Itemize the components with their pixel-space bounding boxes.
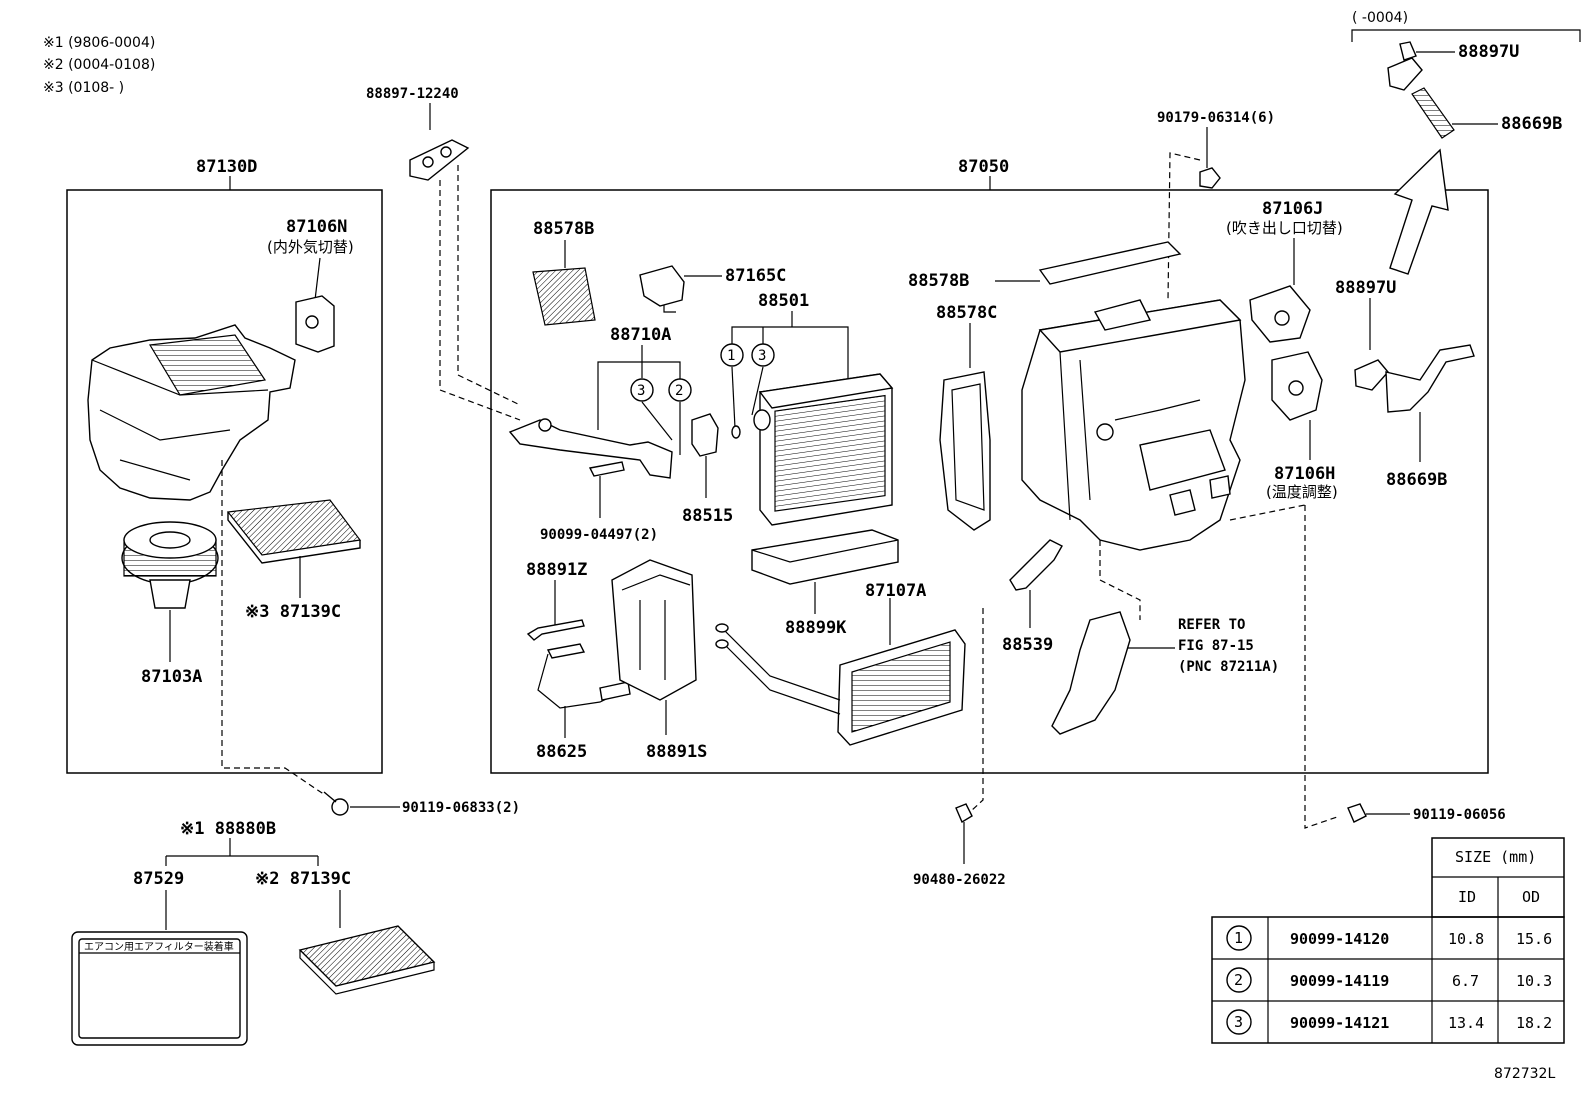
callout-2 [668, 378, 692, 402]
refer-line-1: REFER TO [1178, 617, 1245, 633]
label-88880B[interactable]: ※1 88880B [180, 819, 276, 839]
label-90480-26022[interactable]: 90480-26022 [913, 872, 1006, 888]
label-87050[interactable]: 87050 [958, 157, 1009, 177]
label-90119-06833[interactable]: 90119-06833(2) [402, 800, 520, 816]
label-sticker-87529 [71, 931, 248, 1046]
size-table-od: 18.2 [1516, 1014, 1552, 1032]
size-table-id: 13.4 [1448, 1014, 1484, 1032]
label-87529[interactable]: 87529 [133, 869, 184, 889]
size-table-title: SIZE (mm) [1455, 848, 1536, 866]
callout-3b [630, 378, 654, 402]
svg-text:3: 3 [637, 383, 645, 399]
duct-refer-87211A [1051, 611, 1131, 735]
size-table-part[interactable]: 90099-14119 [1290, 972, 1389, 990]
label-88897U-top[interactable]: 88897U [1458, 42, 1519, 62]
hose-88669B-right [1385, 344, 1475, 413]
size-table-mark: 2 [1234, 971, 1243, 989]
label-88625[interactable]: 88625 [536, 742, 587, 762]
seal-88897-12240 [409, 139, 470, 181]
label-87130D[interactable]: 87130D [196, 157, 257, 177]
label-87106H[interactable]: 87106H [1274, 464, 1335, 484]
label-87106H-jp: (温度調整) [1266, 483, 1338, 501]
duct-88539 [1009, 539, 1063, 591]
sensor-88891Z [526, 619, 585, 641]
label-88501[interactable]: 88501 [758, 291, 809, 311]
label-88899K[interactable]: 88899K [785, 618, 847, 638]
thermistor-88515 [691, 413, 719, 457]
air-filter-87139C-2 [298, 925, 436, 987]
label-88578B-left[interactable]: 88578B [533, 219, 594, 239]
label-87106N[interactable]: 87106N [286, 217, 347, 237]
label-sticker-text: エアコン用エアフィルター装着車 [84, 940, 234, 953]
label-88891S[interactable]: 88891S [646, 742, 707, 762]
upgrade-arrow [1389, 148, 1449, 275]
label-87165C[interactable]: 87165C [725, 266, 786, 286]
foam-88578B [1038, 241, 1182, 285]
label-90179-06314[interactable]: 90179-06314(6) [1157, 110, 1275, 126]
label-88669B-right[interactable]: 88669B [1386, 470, 1447, 490]
note-3: ※3 (0108- ) [43, 80, 124, 96]
label-88891Z[interactable]: 88891Z [526, 560, 587, 580]
wire-88625 [537, 653, 626, 709]
label-88578B-mid[interactable]: 88578B [908, 271, 969, 291]
svg-text:3: 3 [758, 348, 766, 364]
note-1: ※1 (9806-0004) [43, 35, 155, 51]
label-88669B-top[interactable]: 88669B [1501, 114, 1562, 134]
label-88710A[interactable]: 88710A [610, 325, 671, 345]
size-table-part[interactable]: 90099-14120 [1290, 930, 1389, 948]
label-88539[interactable]: 88539 [1002, 635, 1053, 655]
screw-90119-06056 [1347, 803, 1367, 823]
refer-line-2[interactable]: FIG 87-15 [1178, 638, 1254, 654]
size-table [1211, 837, 1565, 1044]
air-filter-87139C [226, 499, 362, 556]
label-87106N-jp: (内外気切替) [267, 238, 354, 256]
label-87139C-2[interactable]: ※2 87139C [255, 869, 351, 889]
evaporator-88501 [753, 373, 894, 526]
callout-1 [720, 343, 744, 367]
size-table-od: 10.3 [1516, 972, 1552, 990]
note-2: ※2 (0004-0108) [43, 57, 155, 73]
size-table-id: 6.7 [1452, 972, 1479, 990]
hose-88669B-top [1411, 87, 1455, 139]
size-table-col-id: ID [1458, 888, 1476, 906]
case-88891S [611, 559, 697, 701]
refer-line-3: (PNC 87211A) [1178, 659, 1279, 675]
label-87103A[interactable]: 87103A [141, 667, 202, 687]
heater-case-87050 [1021, 299, 1246, 551]
size-table-mark: 3 [1234, 1013, 1243, 1031]
pipe-88710A [508, 419, 673, 479]
resistor-87165C [639, 265, 685, 307]
filter-88578B [532, 267, 596, 326]
label-87107A[interactable]: 87107A [865, 581, 926, 601]
size-table-part[interactable]: 90099-14121 [1290, 1014, 1389, 1032]
top-right-note: ( -0004) [1352, 10, 1408, 26]
size-table-mark: 1 [1234, 929, 1243, 947]
grommet-88897U-top [1387, 57, 1423, 91]
callout-3a [751, 343, 775, 367]
label-87139C-3[interactable]: ※3 87139C [245, 602, 341, 622]
blower-assembly-box [66, 189, 383, 774]
screw-90119-06833 [323, 791, 349, 816]
label-88578C[interactable]: 88578C [936, 303, 997, 323]
label-88897-12240[interactable]: 88897-12240 [366, 86, 459, 102]
svg-text:1: 1 [727, 348, 735, 364]
label-90119-06056[interactable]: 90119-06056 [1413, 807, 1506, 823]
label-88897U-right[interactable]: 88897U [1335, 278, 1396, 298]
clip-90480-26022 [955, 803, 973, 824]
grommet-88897U-right [1354, 359, 1389, 391]
label-90099-04497[interactable]: 90099-04497(2) [540, 527, 658, 543]
size-table-od: 15.6 [1516, 930, 1552, 948]
label-88515[interactable]: 88515 [682, 506, 733, 526]
label-87106J-jp: (吹き出し口切替) [1226, 219, 1343, 237]
heater-core-87107A [715, 623, 966, 746]
bolt-90099-04497 [588, 461, 625, 477]
label-87106J[interactable]: 87106J [1262, 199, 1323, 219]
clip-90179-06314 [1199, 167, 1221, 189]
size-table-id: 10.8 [1448, 930, 1484, 948]
diagram-id: 872732L [1494, 1066, 1555, 1082]
svg-text:2: 2 [675, 383, 683, 399]
size-table-col-od: OD [1522, 888, 1540, 906]
drain-tray-88899K [751, 529, 899, 585]
